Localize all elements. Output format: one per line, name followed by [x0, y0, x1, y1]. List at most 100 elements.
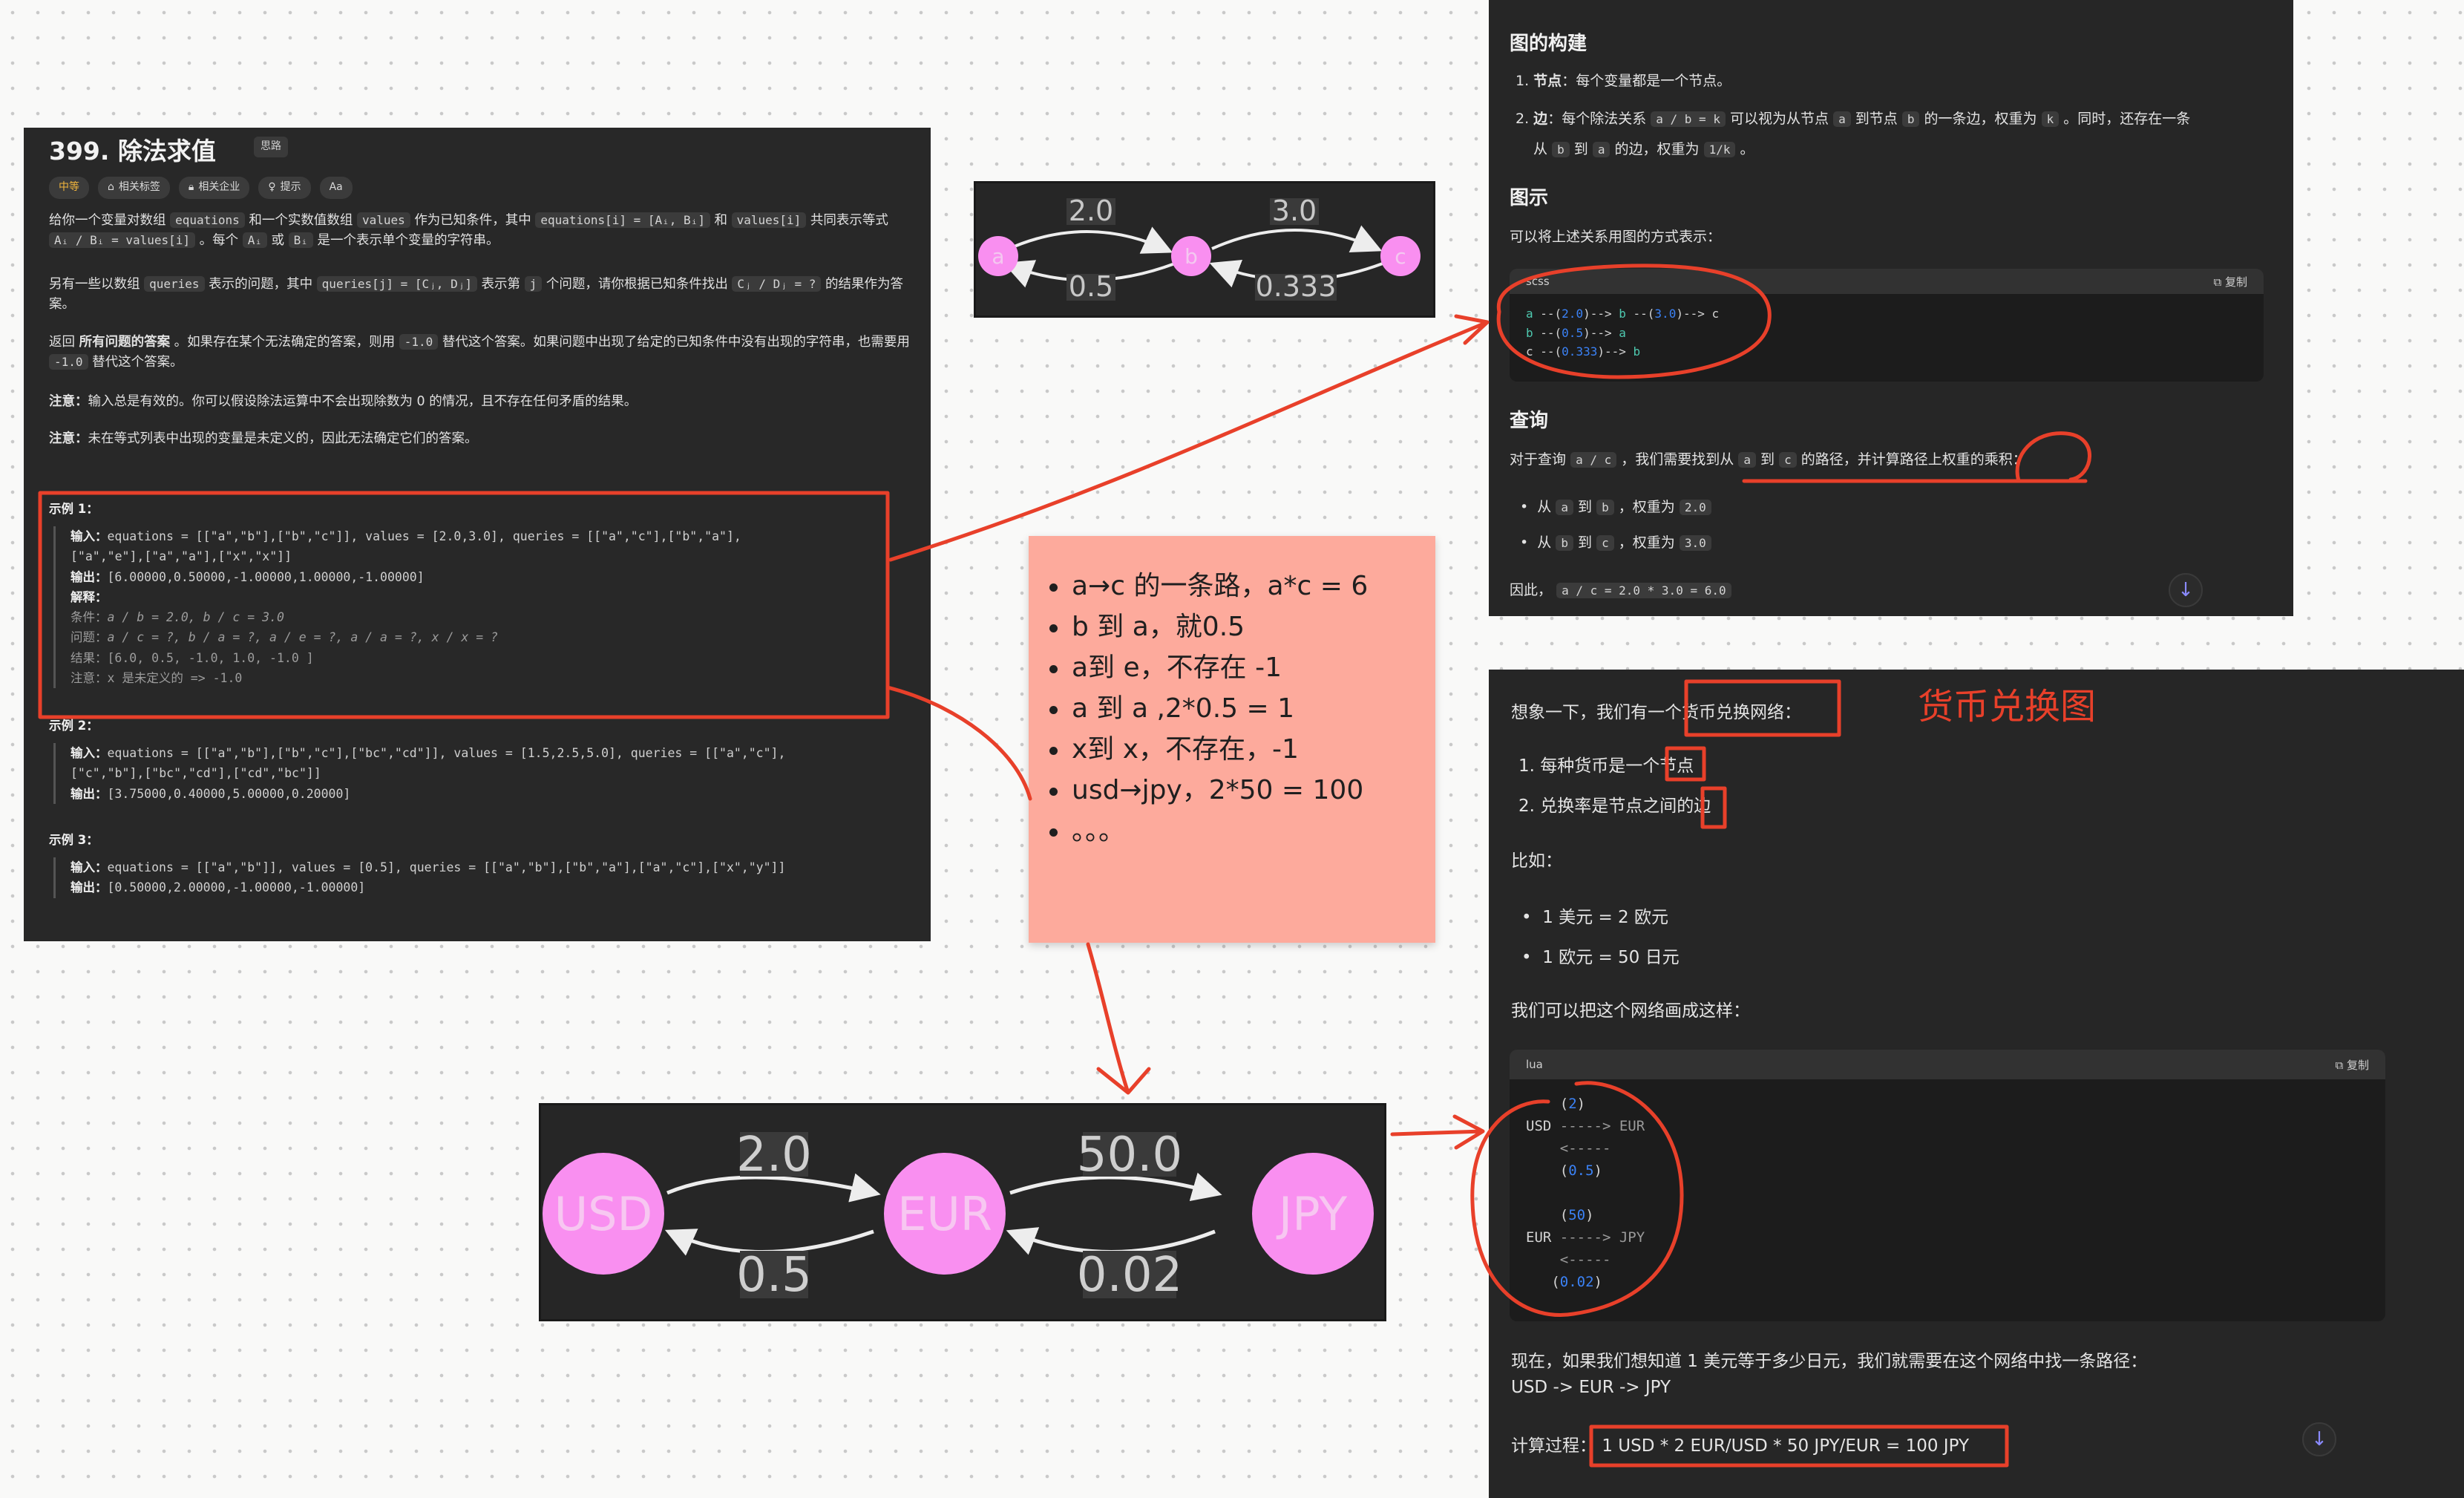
note-1: 注意：输入总是有效的。你可以假设除法运算中不会出现除数为 0 的情况，且不存在任…: [49, 392, 910, 412]
scroll-down-button[interactable]: ↓: [2169, 573, 2203, 607]
companies-chip[interactable]: 🔒︎相关企业: [178, 177, 250, 199]
difficulty-badge[interactable]: 中等: [49, 177, 89, 199]
text: ，我们需要找到从: [1621, 451, 1734, 468]
hint-chip-label: 提示: [280, 181, 301, 193]
text: 或: [271, 233, 285, 249]
font-size-chip[interactable]: Aa: [319, 177, 353, 199]
text: 。每个: [199, 233, 239, 249]
label: 输出：: [71, 880, 108, 895]
text: 表示的问题，其中: [209, 277, 313, 292]
node-a[interactable]: [978, 236, 1018, 276]
node-eur[interactable]: [884, 1153, 1006, 1275]
lock-icon: 🔒︎: [188, 181, 194, 193]
text: 到节点: [1855, 111, 1898, 127]
text: 和: [714, 213, 728, 228]
node-label: USD: [554, 1187, 652, 1241]
value: [0.50000,2.00000,-1.00000,-1.00000]: [107, 880, 366, 895]
text: 个问题，请你根据已知条件找出: [545, 277, 728, 292]
inline-code: 2.0: [1679, 500, 1711, 515]
node-label: b: [1185, 244, 1198, 269]
inline-code: k: [2041, 111, 2060, 127]
hint-chip[interactable]: ♀提示: [258, 177, 311, 199]
text: 替代这个答案。: [92, 355, 183, 370]
tag-icon: ⌂: [108, 181, 114, 193]
label: 条件：: [71, 610, 108, 625]
text: 的结果作为答案。: [49, 277, 903, 313]
problem-title: 399. 除法求值: [49, 137, 216, 166]
label: 输入：: [71, 860, 108, 875]
bullet-1: • 1 美元 = 2 欧元: [1521, 908, 1668, 927]
inline-code: a: [1833, 111, 1851, 127]
example-3: 示例 3： 输入：equations = [["a","b"]], values…: [49, 830, 910, 898]
tags-chip[interactable]: ⌂相关标签: [98, 177, 170, 199]
copy-button[interactable]: ⧉ 复制: [2336, 1057, 2370, 1073]
code-line: <-----: [1559, 1252, 1611, 1268]
text: 每种货币是一个: [1540, 756, 1660, 776]
value: ["a","e"],["a","a"],["x","x"]]: [71, 549, 292, 564]
inline-code: 1/k: [1703, 142, 1736, 157]
text: 对于查询: [1510, 451, 1567, 468]
note-item: 。。。: [1049, 811, 1413, 851]
inline-code: equations: [170, 212, 245, 228]
desc-paragraph-3: 返回 所有问题的答案 。如果存在某个无法确定的答案，则用 -1.0 替代这个答案…: [49, 333, 910, 373]
text: 到: [1578, 534, 1593, 551]
copy-icon: ⧉: [2335, 1058, 2347, 1072]
scroll-down-button[interactable]: ↓: [2302, 1422, 2336, 1456]
label: 问题：: [71, 630, 108, 645]
inline-code: equations[i] = [Aᵢ, Bᵢ]: [535, 212, 710, 228]
list-item-nodes: 1. 节点：每个变量都是一个节点。: [1516, 73, 1731, 89]
node-usd[interactable]: [543, 1153, 664, 1275]
note-text: 输入总是有效的。你可以假设除法运算中不会出现除数为 0 的情况，且不存在任何矛盾…: [88, 394, 638, 409]
inline-code: values: [356, 212, 410, 228]
calculation: 计算过程： 1 USD * 2 EUR/USD * 50 JPY/EUR = 1…: [1511, 1431, 1969, 1456]
text: 计算过程：: [1511, 1436, 1596, 1456]
code-line: b --(0.5)--> a: [1526, 325, 1626, 340]
label-bg: [1066, 274, 1115, 301]
text: 作为已知条件，其中: [414, 213, 531, 228]
bullet-2: • 1 欧元 = 50 日元: [1521, 948, 1680, 967]
problem-panel: 399. 除法求值 思路 中等 ⌂相关标签 🔒︎相关企业 ♀提示 Aa 给你一个…: [24, 128, 931, 941]
note-label: 注意：: [49, 394, 88, 409]
note-item: usd→jpy，2*50 = 100: [1049, 770, 1413, 811]
sticky-note[interactable]: a→c 的一条路，a*c = 6 b 到 a，就0.5 a到 e，不存在 -1 …: [1029, 536, 1435, 943]
inline-code: a: [1592, 142, 1611, 157]
title-tag[interactable]: 思路: [254, 137, 288, 157]
inline-code: b: [1552, 142, 1570, 157]
node-b[interactable]: [1171, 236, 1211, 276]
text: 从: [1533, 141, 1548, 157]
inline-code: Aᵢ: [242, 232, 267, 249]
node-jpy[interactable]: [1252, 1153, 1374, 1275]
inline-code: j: [524, 276, 543, 292]
bullet-2: • 从 b 到 c ，权重为 3.0: [1520, 532, 1711, 552]
edge-bc: [1211, 225, 1383, 252]
text: 到: [1760, 451, 1775, 468]
label: 输入：: [71, 529, 108, 544]
node-label: a: [992, 244, 1004, 269]
currency-graph: 2.0 0.5 50.0 0.02 USD EUR JPY: [543, 1128, 1374, 1303]
inline-code: a / b = k: [1651, 111, 1726, 127]
text: ：: [1784, 703, 1801, 722]
inline-code: a: [1556, 500, 1573, 515]
value: [6.0, 0.5, -1.0, 1.0, -1.0 ]: [107, 650, 314, 665]
node-c[interactable]: [1380, 236, 1421, 276]
list-item-2: 2. 兑换率是节点之间的边: [1518, 797, 1711, 816]
inline-code: c: [1779, 452, 1797, 468]
desc-paragraph-2: 另有一些以数组 queries 表示的问题，其中 queries[j] = [C…: [49, 275, 910, 315]
example-1: 示例 1： 输入：equations = [["a","b"],["b","c"…: [49, 499, 910, 688]
text: 想象一下，我们有一个: [1511, 703, 1682, 722]
value: a / c = ?, b / a = ?, a / e = ?, a / a =…: [107, 630, 499, 645]
example-heading: 示例 1：: [49, 502, 99, 516]
copy-button[interactable]: ⧉ 复制: [2214, 274, 2248, 290]
example-body: 输入：equations = [["a","b"]], values = [0.…: [53, 857, 910, 898]
value: equations = [["a","b"],["b","c"],["bc","…: [107, 746, 786, 761]
value: [6.00000,0.50000,-1.00000,1.00000,-1.000…: [107, 569, 425, 584]
edge-label: 0.333: [1256, 270, 1337, 303]
note-2: 注意：未在等式列表中出现的变量是未定义的，因此无法确定它们的答案。: [49, 429, 910, 449]
note-label: 注意：: [49, 431, 88, 446]
code-language: lua: [1526, 1058, 1543, 1071]
node-label: c: [1395, 244, 1406, 269]
edge-eur-jpy: [1009, 1172, 1222, 1202]
label: 注意：: [71, 670, 108, 685]
label: 输出：: [71, 569, 108, 584]
